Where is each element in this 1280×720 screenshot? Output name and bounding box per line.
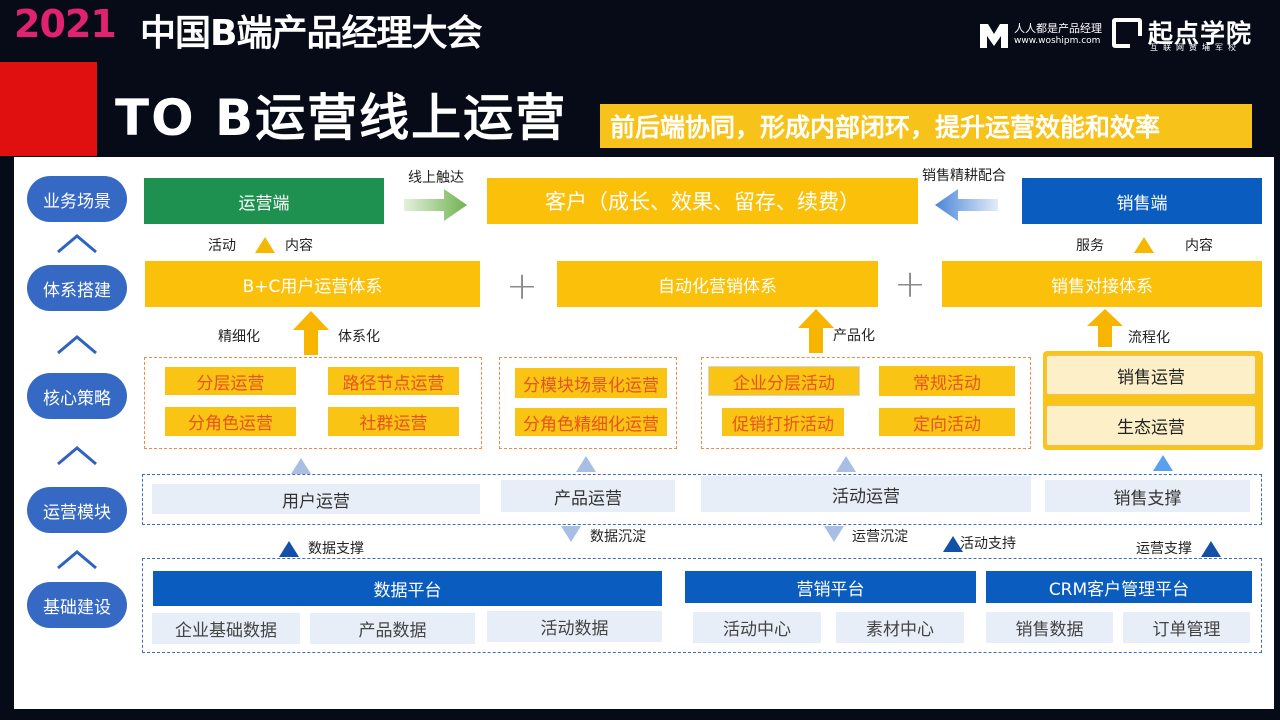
marketing-platform: 营销平台 bbox=[685, 571, 976, 603]
label-activity-support: 活动支持 bbox=[960, 536, 1016, 552]
strategy-item: 社群运营 bbox=[328, 407, 459, 436]
platform-item: 企业基础数据 bbox=[152, 613, 300, 644]
platform-item: 活动中心 bbox=[693, 612, 821, 643]
platform-item: 活动数据 bbox=[487, 611, 662, 642]
page-subtitle: 前后端协同，形成内部闭环，提升运营效能和效率 bbox=[600, 104, 1252, 148]
platform-item: 销售数据 bbox=[986, 612, 1113, 643]
arrow-left-icon bbox=[935, 189, 998, 221]
logo1-name: 人人都是产品经理 bbox=[1014, 22, 1102, 35]
strategy-item: 分模块场景化运营 bbox=[515, 368, 667, 398]
label-service: 服务 bbox=[1076, 238, 1104, 254]
label-refinement: 精细化 bbox=[218, 329, 260, 345]
arrow-right-icon bbox=[404, 189, 467, 221]
title-accent-block bbox=[0, 62, 97, 156]
layer-pill-module: 运营模块 bbox=[27, 487, 127, 533]
online-reach-label: 线上触达 bbox=[408, 170, 464, 186]
module-sales-support: 销售支撑 bbox=[1045, 480, 1250, 512]
layer-pill-foundation: 基础建设 bbox=[27, 582, 127, 628]
strategy-item: 定向活动 bbox=[879, 408, 1015, 436]
arrow-up-icon bbox=[293, 311, 329, 355]
triangle-up-icon bbox=[1153, 455, 1173, 471]
qidian-logo-icon bbox=[1112, 18, 1142, 48]
triangle-up-icon bbox=[576, 456, 596, 472]
data-platform: 数据平台 bbox=[153, 571, 662, 606]
strategy-item: 分角色运营 bbox=[165, 407, 296, 436]
triangle-down-icon bbox=[561, 526, 581, 542]
label-ops-support: 运营支撑 bbox=[1136, 541, 1192, 557]
arrow-up-icon bbox=[1087, 309, 1123, 347]
sales-docking-system: 销售对接体系 bbox=[942, 261, 1262, 307]
label-data-support: 数据支撑 bbox=[308, 541, 364, 557]
label-systematize: 体系化 bbox=[338, 329, 380, 345]
strategy-item: 销售运营 bbox=[1045, 354, 1257, 396]
triangle-up-icon bbox=[255, 237, 275, 253]
chevron-up-icon bbox=[57, 234, 97, 254]
module-user-ops: 用户运营 bbox=[152, 484, 480, 514]
plus-sign: + bbox=[506, 264, 538, 308]
bc-user-ops-system: B+C用户运营体系 bbox=[145, 261, 480, 307]
sales-end-box: 销售端 bbox=[1022, 178, 1262, 224]
page-subtitle-text: 前后端协同，形成内部闭环，提升运营效能和效率 bbox=[610, 113, 1161, 142]
conference-name: 中国B端产品经理大会 bbox=[140, 13, 482, 54]
strategy-item: 分角色精细化运营 bbox=[515, 408, 667, 436]
label-productize: 产品化 bbox=[833, 328, 875, 344]
platform-item: 产品数据 bbox=[310, 613, 475, 644]
logo2-name: 起点学院 bbox=[1148, 19, 1253, 48]
chevron-up-icon bbox=[57, 446, 97, 466]
ops-end-box: 运营端 bbox=[144, 178, 384, 224]
triangle-down-icon bbox=[824, 526, 844, 542]
page-title: TO B运营线上运营 bbox=[115, 89, 568, 147]
label-process: 流程化 bbox=[1128, 330, 1170, 346]
layer-pill-scenario: 业务场景 bbox=[27, 176, 127, 222]
triangle-up-icon bbox=[1201, 541, 1221, 557]
label-content-2: 内容 bbox=[1185, 238, 1213, 254]
triangle-up-icon bbox=[836, 456, 856, 472]
logo2-tagline: 互联网黄埔军校 bbox=[1150, 43, 1241, 52]
strategy-group-product bbox=[499, 357, 677, 449]
triangle-up-icon bbox=[943, 536, 963, 552]
arrow-up-icon bbox=[798, 309, 834, 353]
strategy-group-activity bbox=[701, 357, 1031, 449]
auto-marketing-system: 自动化营销体系 bbox=[557, 261, 878, 307]
layer-pill-system: 体系搭建 bbox=[27, 265, 127, 311]
strategy-item: 生态运营 bbox=[1045, 404, 1257, 447]
module-row bbox=[142, 474, 1262, 525]
module-activity-ops: 活动运营 bbox=[701, 476, 1031, 512]
woshipm-logo-icon bbox=[980, 24, 1008, 48]
strategy-item: 促销打折活动 bbox=[722, 408, 844, 436]
triangle-up-icon bbox=[291, 458, 311, 474]
customer-box: 客户（成长、效果、留存、续费） bbox=[487, 178, 918, 224]
sales-cultivate-label: 销售精耕配合 bbox=[922, 168, 1006, 184]
qidian-logo-notch bbox=[1130, 36, 1142, 48]
label-content: 内容 bbox=[285, 238, 313, 254]
crm-platform: CRM客户管理平台 bbox=[986, 571, 1252, 603]
strategy-item: 路径节点运营 bbox=[328, 367, 459, 395]
strategy-group-user bbox=[144, 357, 482, 449]
platform-item: 订单管理 bbox=[1123, 612, 1250, 643]
chevron-up-icon bbox=[57, 550, 97, 570]
strategy-item: 企业分层活动 bbox=[708, 366, 860, 396]
triangle-up-icon bbox=[279, 541, 299, 557]
logo1-url: www.woshipm.com bbox=[1014, 36, 1101, 46]
chevron-up-icon bbox=[57, 335, 97, 355]
conference-year: 2021 bbox=[14, 2, 117, 46]
layer-pill-strategy: 核心策略 bbox=[27, 373, 127, 419]
foundation-row bbox=[142, 558, 1262, 653]
label-data-settle: 数据沉淀 bbox=[590, 529, 646, 545]
label-ops-settle: 运营沉淀 bbox=[852, 529, 908, 545]
platform-item: 素材中心 bbox=[836, 612, 964, 643]
strategy-item: 常规活动 bbox=[879, 366, 1015, 396]
label-activity: 活动 bbox=[208, 238, 236, 254]
module-product-ops: 产品运营 bbox=[501, 480, 675, 512]
plus-sign-2: + bbox=[894, 262, 926, 306]
triangle-up-icon bbox=[1134, 237, 1154, 253]
strategy-item: 分层运营 bbox=[165, 367, 296, 395]
